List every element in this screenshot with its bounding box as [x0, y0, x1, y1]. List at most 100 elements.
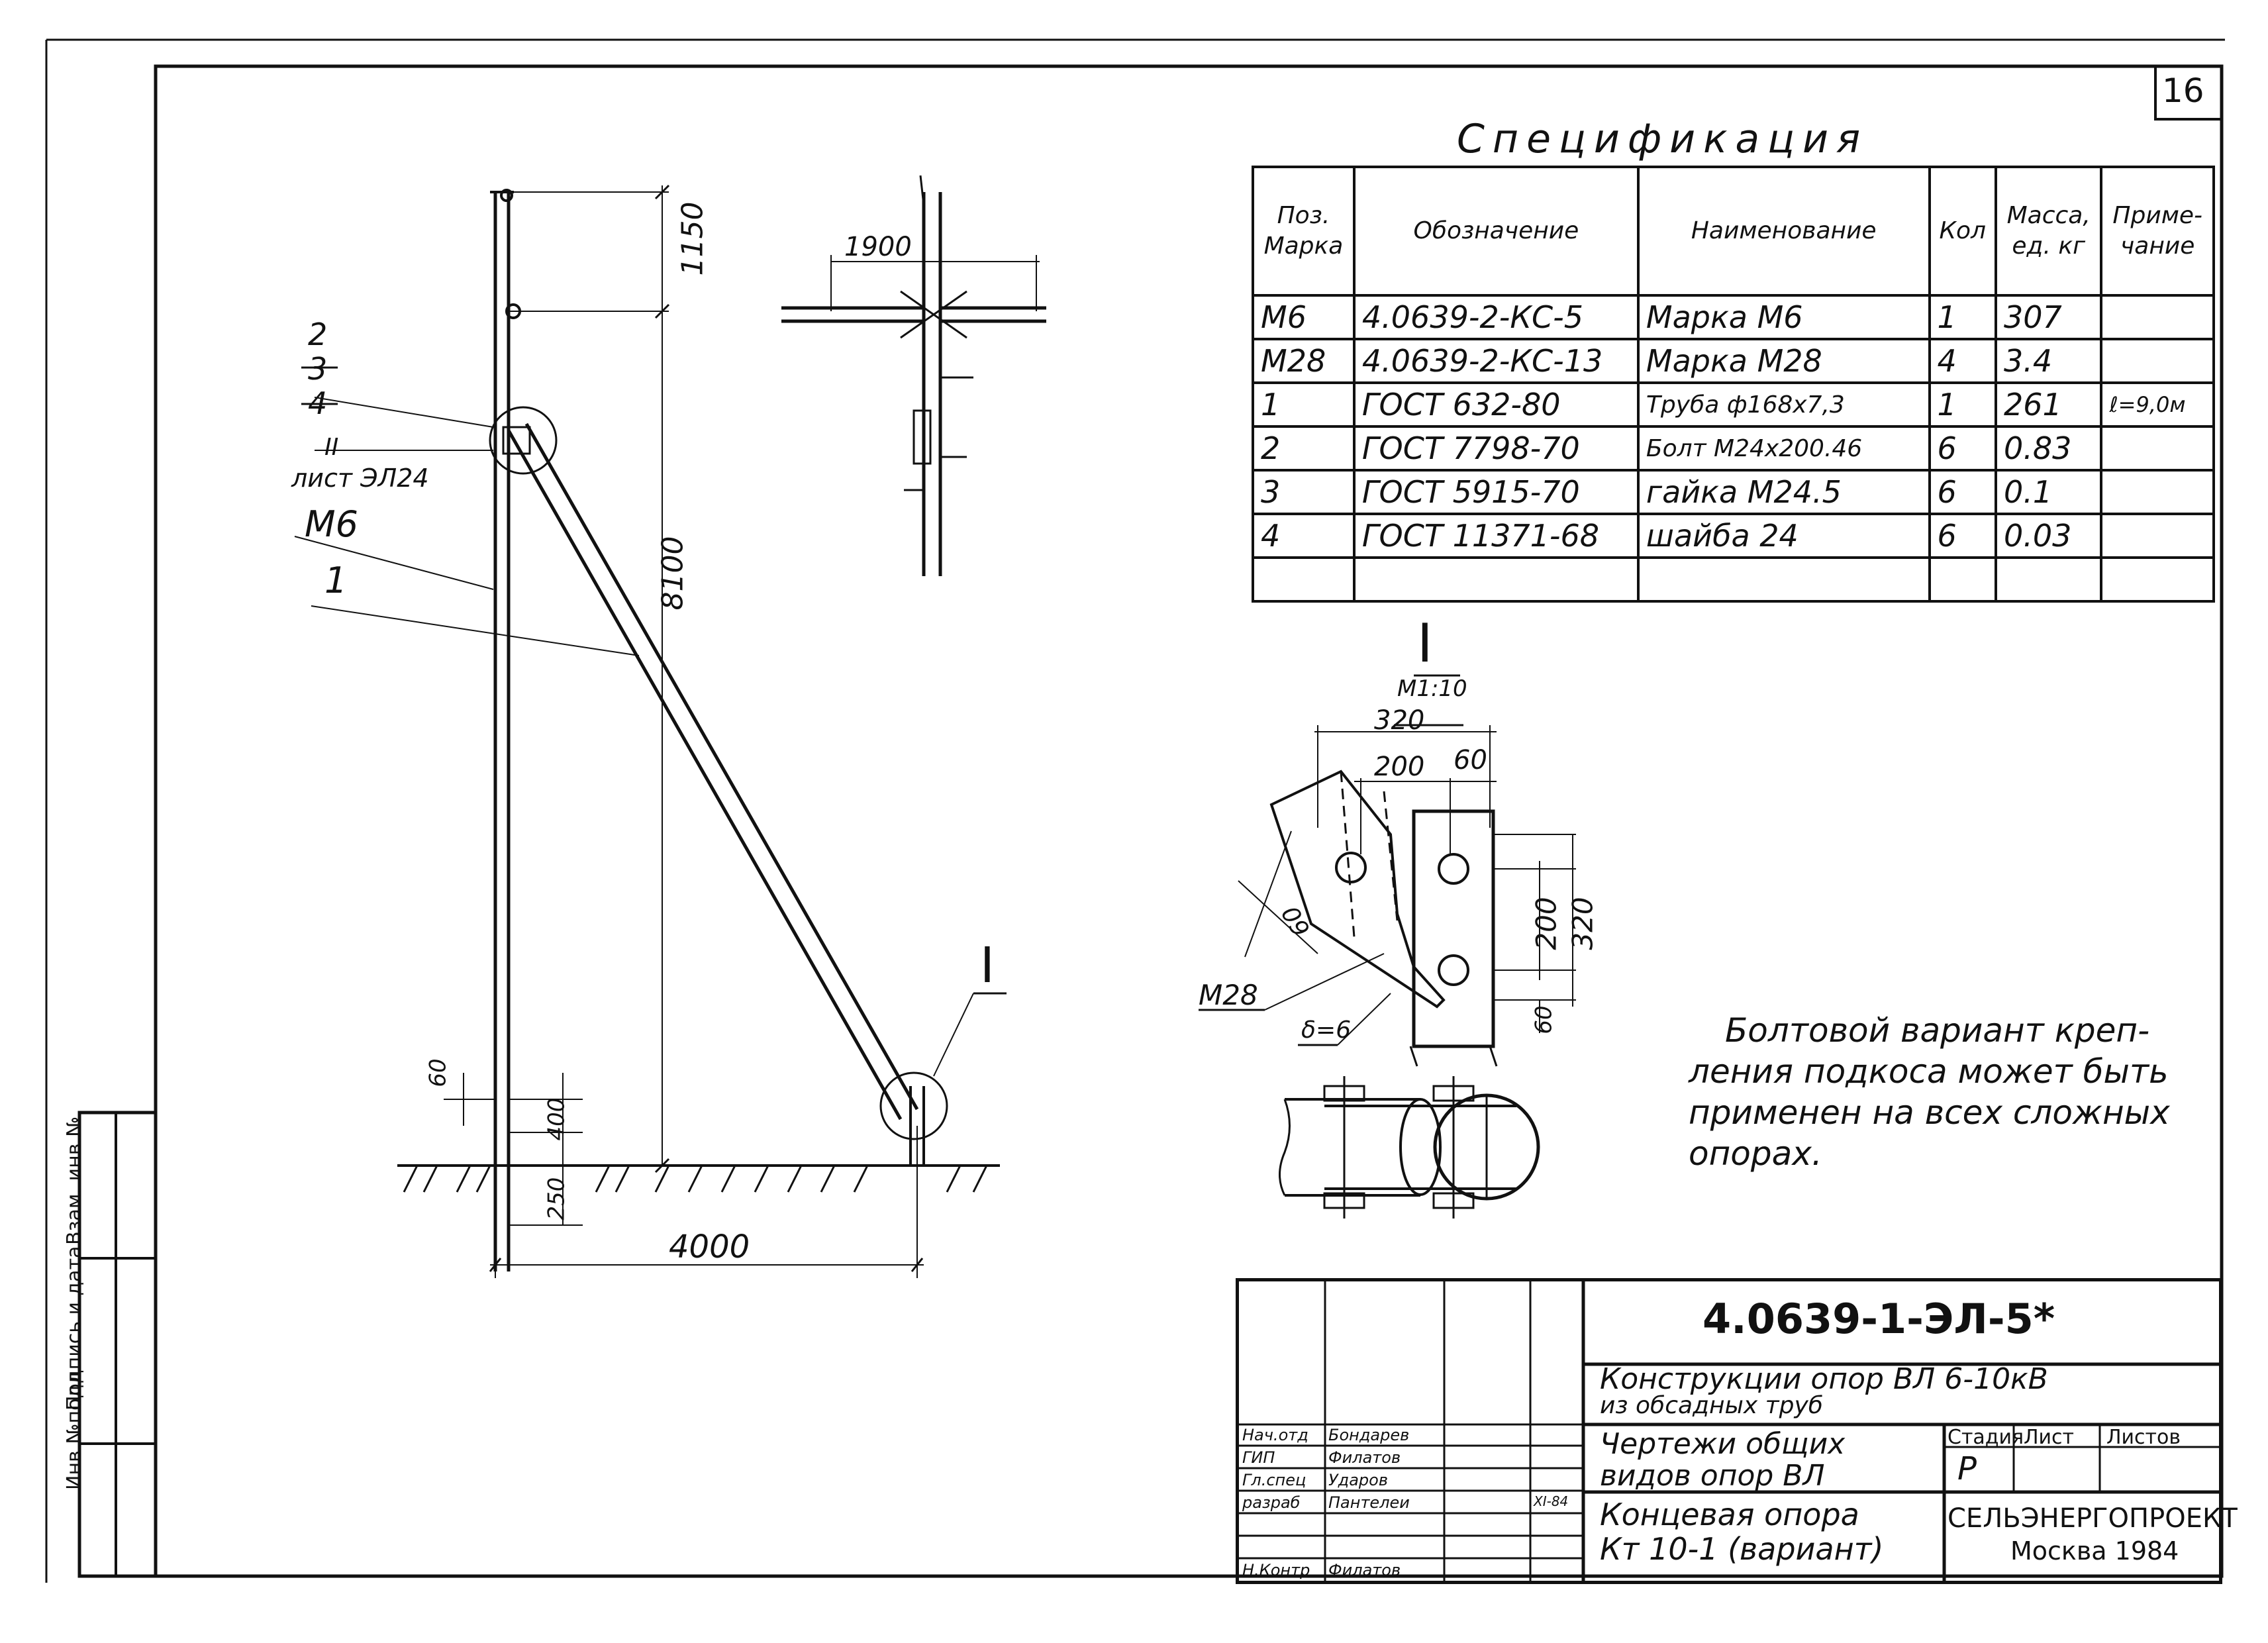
spec-header-mass: Масса, ед. кг [1994, 166, 2103, 297]
dim-base-span: 4000 [669, 1228, 750, 1266]
spec-cell: 6 [1928, 513, 1997, 559]
staff-name: Пантелеи [1328, 1493, 1410, 1512]
stamp-signature-date: Подпись и дата [63, 1246, 86, 1411]
label-node: I [980, 937, 995, 994]
spec-cell [2100, 556, 2215, 603]
spec-cell: ГОСТ 632-80 [1352, 381, 1640, 428]
project-title-line: Конструкции опор ВЛ 6-10кВ [1600, 1362, 2048, 1396]
spec-cell: 6 [1928, 469, 1997, 515]
sheet-name: Концевая опора Кт 10-1 (вариант) [1600, 1497, 1883, 1566]
spec-header-pos: Поз. Марка [1252, 166, 1356, 297]
dim-detail-60b: 60 [1530, 1005, 1557, 1034]
label-thickness: δ=6 [1301, 1017, 1352, 1044]
label-pos4: 4 [308, 385, 328, 421]
sheet-name-line: Концевая опора [1600, 1497, 1859, 1532]
specification-table: Поз. Марка Обозначение Наименование Кол … [1252, 166, 2215, 603]
label-m28: М28 [1199, 979, 1258, 1011]
spec-cell: 3.4 [1994, 338, 2103, 384]
dim-top: 1150 [675, 201, 710, 276]
spec-header-qty: Кол [1928, 166, 1997, 297]
sheets-header: Листов [2106, 1426, 2181, 1449]
spec-cell: М6 [1252, 294, 1356, 340]
spec-cell: Марка М28 [1636, 338, 1931, 384]
stage-value: Р [1957, 1450, 1977, 1487]
staff-role: ГИП [1242, 1448, 1275, 1467]
spec-cell: 4.0639-2-КС-5 [1352, 294, 1640, 340]
dim-detail-320: 320 [1374, 705, 1425, 736]
spec-cell: 2 [1252, 425, 1356, 472]
spec-cell: шайба 24 [1636, 513, 1931, 559]
project-title-line: из обсадных труб [1600, 1392, 1823, 1419]
detail-scale: М1:10 [1397, 675, 1467, 702]
dim-250: 250 [543, 1177, 570, 1220]
spec-title: Спецификация [1457, 116, 1869, 162]
spec-cell: Марка М6 [1636, 294, 1931, 340]
drawing-title: Чертежи общих видов опор ВЛ [1600, 1428, 1845, 1492]
bolted-option-note: Болтовой вариант креп- ления подкоса мож… [1689, 1010, 2170, 1174]
spec-cell: 307 [1994, 294, 2103, 340]
drawing-title-line: Чертежи общих [1600, 1427, 1846, 1461]
note-line: ления подкоса может быть [1689, 1052, 2169, 1091]
spec-cell: 1 [1928, 294, 1997, 340]
spec-cell [1252, 556, 1356, 603]
city-year: Москва 1984 [2010, 1536, 2179, 1566]
staff-role: Нач.отд [1242, 1426, 1308, 1444]
label-ref-roman: II [324, 434, 339, 461]
dim-detail-h200: 200 [1530, 897, 1563, 950]
organization: СЕЛЬЭНЕРГОПРОЕКТ [1948, 1503, 2238, 1534]
sheet-name-line: Кт 10-1 (вариант) [1600, 1531, 1884, 1567]
spec-cell [2100, 513, 2215, 559]
label-pos3: 3 [308, 351, 328, 387]
spec-cell [1352, 556, 1640, 603]
staff-name: Бондарев [1328, 1426, 1410, 1444]
staff-role: разраб [1242, 1493, 1301, 1512]
drawing-title-line: видов опор ВЛ [1600, 1459, 1825, 1493]
dim-detail-h320: 320 [1566, 897, 1599, 950]
detail-title: I [1417, 613, 1433, 674]
label-pos1: 1 [324, 560, 348, 601]
staff-name: Ударов [1328, 1471, 1388, 1489]
note-line: Болтовой вариант креп- [1725, 1011, 2150, 1050]
spec-cell [2100, 469, 2215, 515]
spec-cell [2100, 425, 2215, 472]
project-title: Конструкции опор ВЛ 6-10кВ из обсадных т… [1600, 1362, 2048, 1419]
dim-400: 400 [543, 1097, 570, 1141]
spec-cell [2100, 294, 2215, 340]
spec-cell: 1 [1928, 381, 1997, 428]
sheet-header: Лист [2024, 1426, 2075, 1449]
spec-cell: 4.0639-2-КС-13 [1352, 338, 1640, 384]
label-m6: М6 [305, 503, 358, 545]
spec-cell: М28 [1252, 338, 1356, 384]
spec-cell: ГОСТ 5915-70 [1352, 469, 1640, 515]
spec-cell [1636, 556, 1931, 603]
dim-detail-60: 60 [1454, 745, 1487, 775]
title-block: 4.0639-1-ЭЛ-5* Конструкции опор ВЛ 6-10к… [1236, 1278, 2238, 1584]
spec-header-note: Приме- чание [2100, 166, 2215, 297]
spec-cell: ℓ=9,0м [2100, 381, 2215, 428]
dim-cross-width: 1900 [844, 232, 912, 262]
spec-cell: 1 [1252, 381, 1356, 428]
spec-cell: ГОСТ 7798-70 [1352, 425, 1640, 472]
spec-cell: 0.1 [1994, 469, 2103, 515]
spec-cell: 6 [1928, 425, 1997, 472]
spec-header-name: Наименование [1636, 166, 1931, 297]
dim-60: 60 [424, 1058, 452, 1087]
sheet-number: 16 [2162, 72, 2204, 110]
stamp-replace-inv: Взам. инв.№ [63, 1116, 86, 1245]
spec-cell [1928, 556, 1997, 603]
date: XI-84 [1534, 1493, 1569, 1509]
spec-cell: Болт М24х200.46 [1636, 425, 1931, 472]
spec-header-designation: Обозначение [1352, 166, 1640, 297]
note-line: применен на всех сложных [1689, 1093, 2170, 1132]
staff-name: Филатов [1328, 1448, 1401, 1467]
dim-detail-200: 200 [1374, 752, 1425, 782]
spec-cell [2100, 338, 2215, 384]
label-pos2: 2 [308, 317, 328, 352]
